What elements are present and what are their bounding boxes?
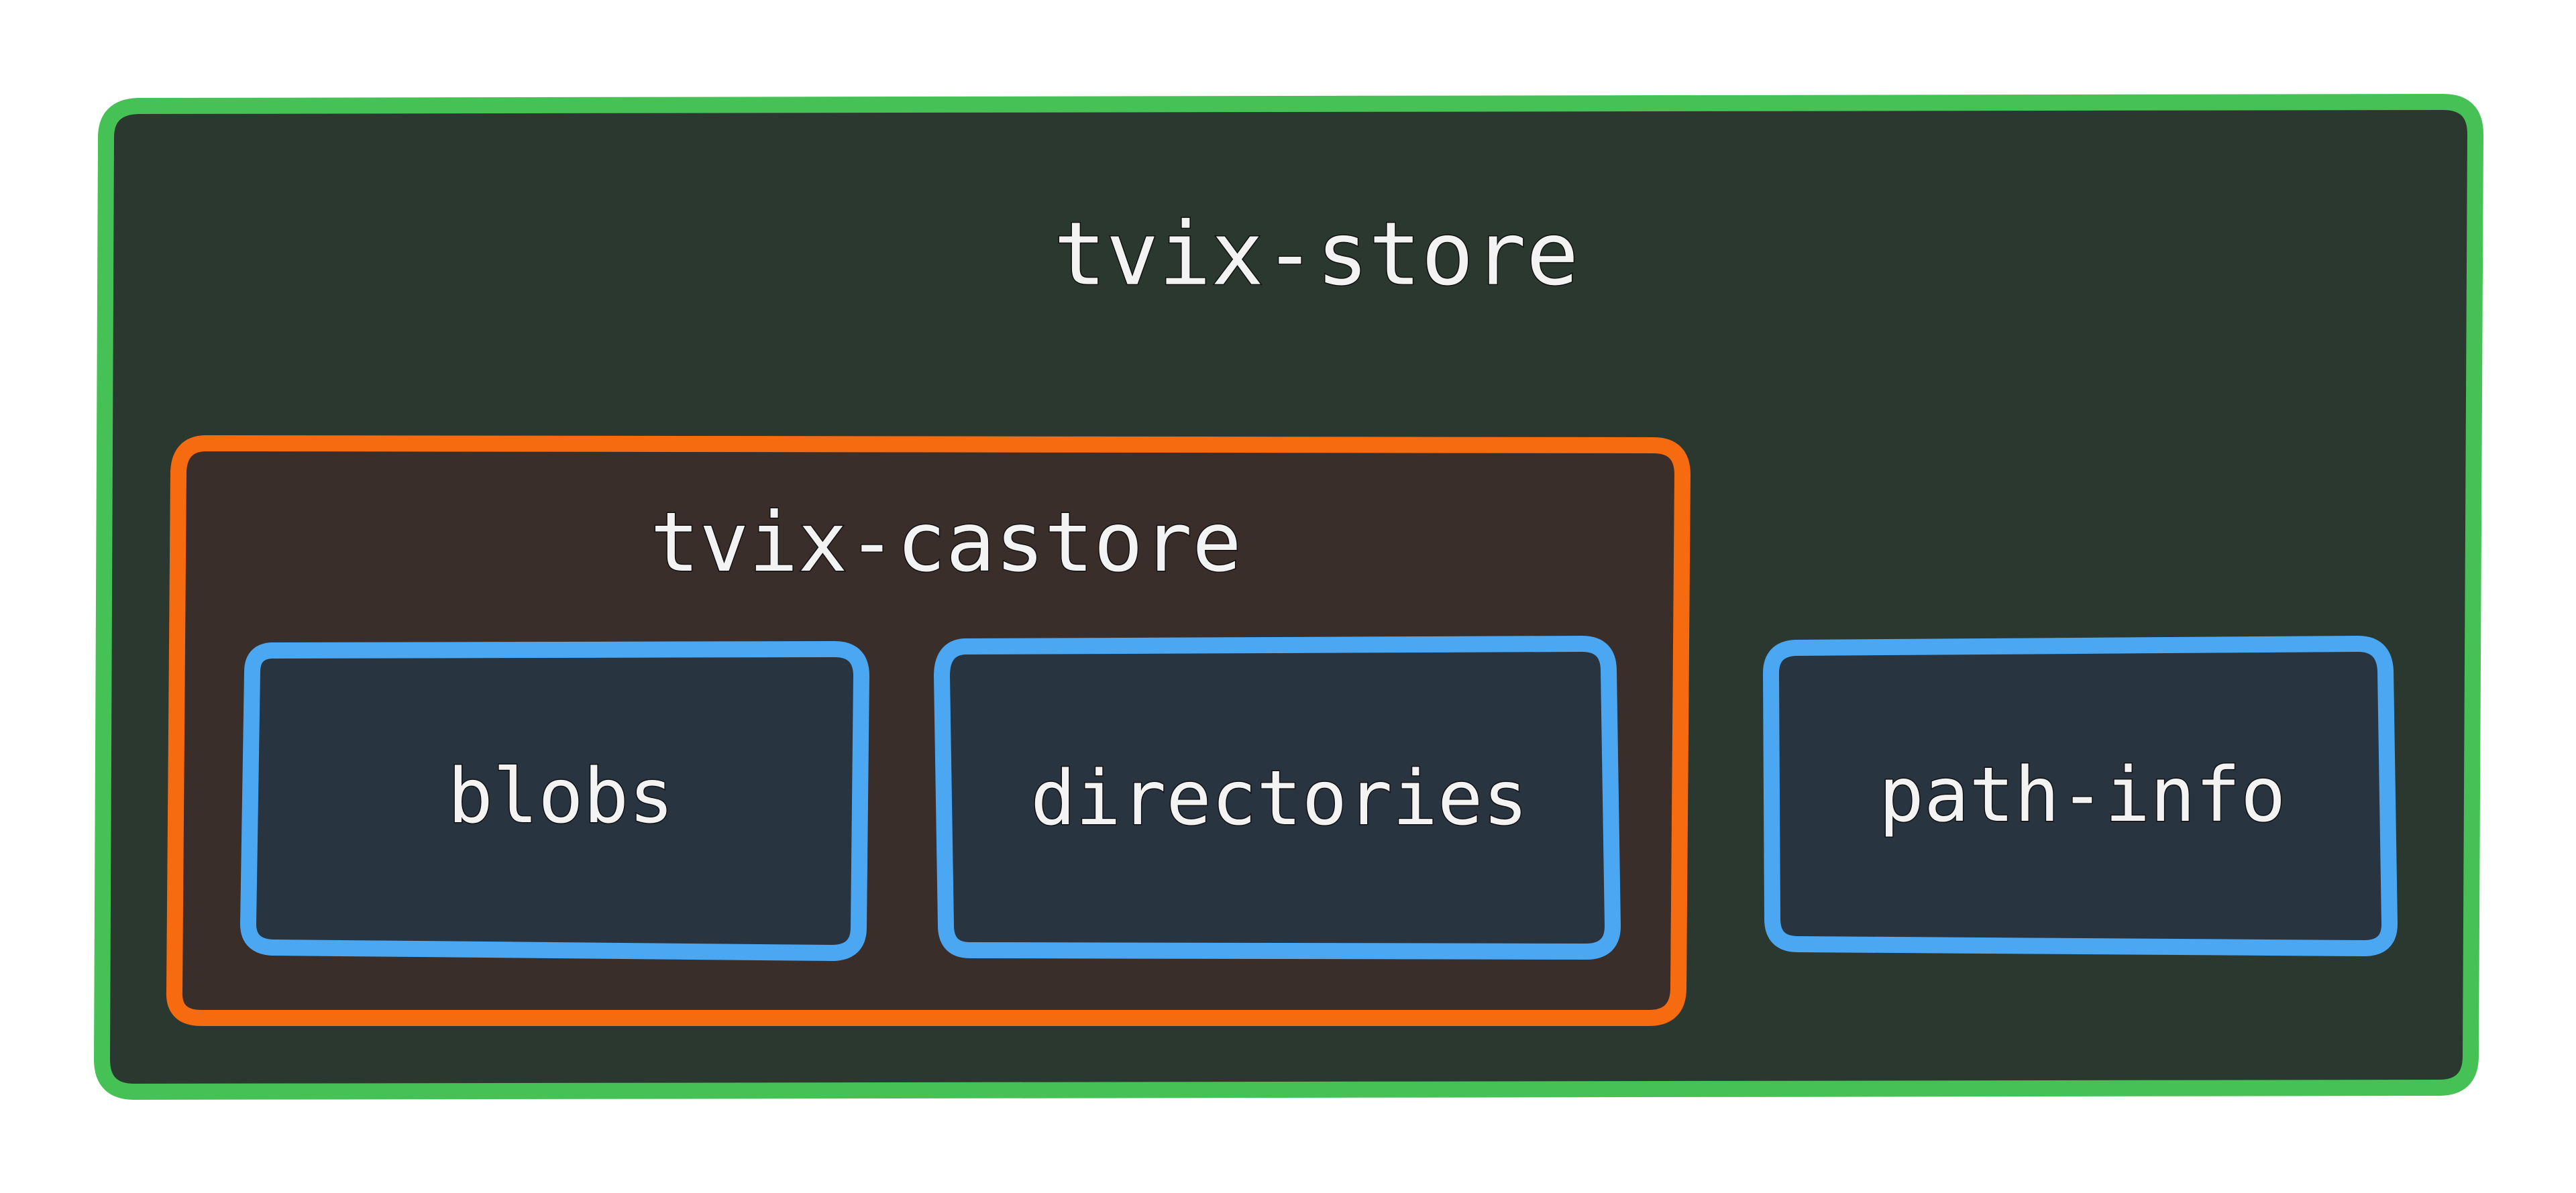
path-info-label: path-info <box>1879 752 2286 839</box>
directories-box: directories <box>934 636 1621 960</box>
blobs-border <box>240 641 869 961</box>
path-info-border <box>1763 636 2398 956</box>
blobs-box: blobs <box>240 641 869 961</box>
directories-border <box>934 636 1621 960</box>
path-info-box: path-info <box>1763 636 2398 956</box>
tvix-store-label: tvix-store <box>1054 203 1579 305</box>
directories-label: directories <box>1030 755 1528 842</box>
blobs-label: blobs <box>447 753 674 840</box>
tvix-castore-label: tvix-castore <box>650 495 1241 590</box>
